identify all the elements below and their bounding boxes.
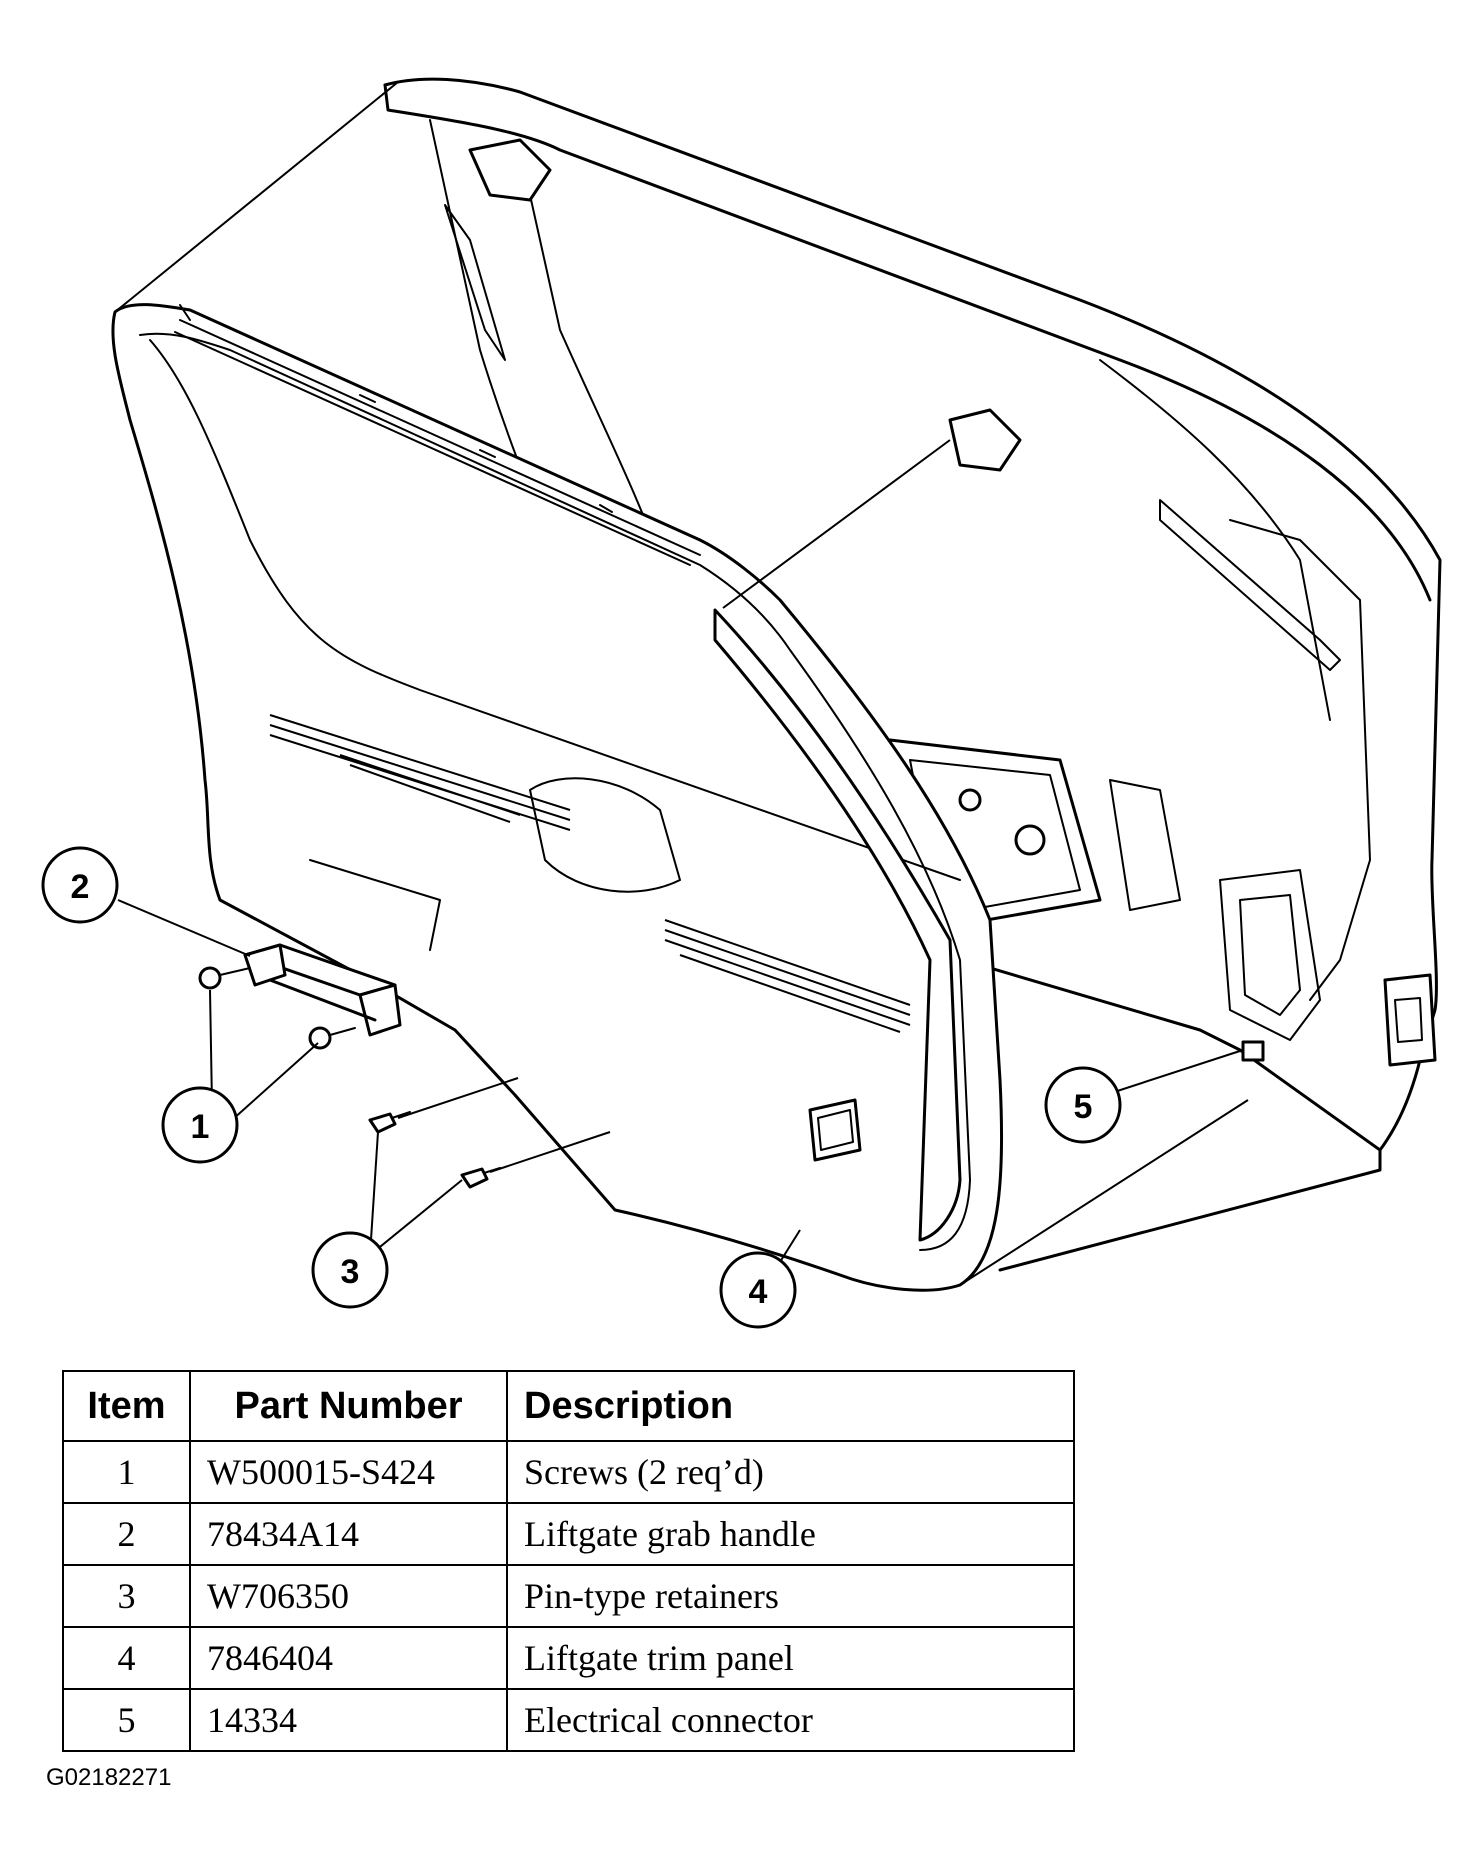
description-cell: Electrical connector: [506, 1688, 1075, 1752]
item-cell: 4: [62, 1626, 191, 1690]
callout-1: 1: [161, 1086, 239, 1164]
liftgate-trim-panel: [111, 303, 1004, 1292]
part-number-cell: W500015-S424: [189, 1440, 508, 1504]
callout-5: 5: [1044, 1066, 1122, 1144]
item-cell: 1: [62, 1440, 191, 1504]
leader-lines: [114, 81, 1249, 1286]
part-number-cell: W706350: [189, 1564, 508, 1628]
table-row: 1 W500015-S424 Screws (2 req’d): [62, 1440, 1075, 1504]
callout-4: 4: [719, 1251, 797, 1329]
figure-id: G02182271: [46, 1764, 172, 1791]
description-cell: Screws (2 req’d): [506, 1440, 1075, 1504]
header-item: Item: [62, 1370, 191, 1442]
liftgate-grab-handle: [243, 943, 402, 1037]
item-cell: 2: [62, 1502, 191, 1566]
callout-3: 3: [311, 1231, 389, 1309]
pin-type-retainers: [368, 1111, 501, 1189]
table-row: 3 W706350 Pin-type retainers: [62, 1564, 1075, 1628]
item-cell: 3: [62, 1564, 191, 1628]
svg-text:5: 5: [1074, 1088, 1093, 1126]
table-header-row: Item Part Number Description: [62, 1370, 1075, 1442]
description-cell: Pin-type retainers: [506, 1564, 1075, 1628]
table-row: 5 14334 Electrical connector: [62, 1688, 1075, 1752]
part-number-cell: 14334: [189, 1688, 508, 1752]
table-row: 2 78434A14 Liftgate grab handle: [62, 1502, 1075, 1566]
description-cell: Liftgate trim panel: [506, 1626, 1075, 1690]
part-number-cell: 7846404: [189, 1626, 508, 1690]
description-cell: Liftgate grab handle: [506, 1502, 1075, 1566]
trim-panel-grooves: [269, 714, 911, 1033]
svg-text:4: 4: [749, 1273, 768, 1311]
header-description: Description: [506, 1370, 1075, 1442]
table-row: 4 7846404 Liftgate trim panel: [62, 1626, 1075, 1690]
screws: [198, 966, 356, 1050]
parts-table: Item Part Number Description 1 W500015-S…: [62, 1370, 1075, 1752]
svg-text:3: 3: [341, 1253, 360, 1291]
liftgate-trim-panel-diagram: 1 2 3 4 5: [41, 77, 1442, 1329]
part-number-cell: 78434A14: [189, 1502, 508, 1566]
header-part-number: Part Number: [189, 1370, 508, 1442]
electrical-connector: [1241, 1040, 1265, 1062]
callout-2: 2: [41, 846, 119, 924]
svg-text:1: 1: [191, 1108, 210, 1146]
item-cell: 5: [62, 1688, 191, 1752]
svg-text:2: 2: [71, 868, 90, 906]
